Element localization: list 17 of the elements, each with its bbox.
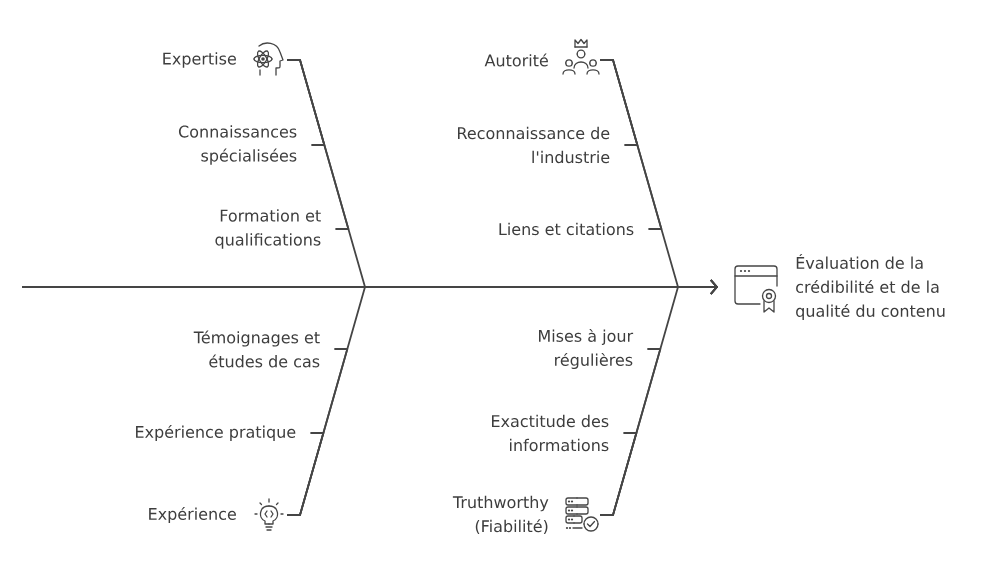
category-label: Expérience — [149, 506, 236, 524]
cause-label: Connaissances spécialisées — [178, 125, 297, 165]
cause-label: Liens et citations — [499, 222, 634, 236]
branch-line — [599, 432, 638, 516]
cause-label: Mises à jour régulières — [539, 328, 634, 370]
cause-label: Témoignages et études de cas — [193, 330, 320, 368]
cause-label: Exactitude des informations — [492, 414, 609, 452]
effect-label: Évaluation de la crédibilité et de la qualité du contenu — [796, 253, 945, 321]
cause-label: Expérience pratique — [136, 424, 296, 442]
branch-line — [286, 432, 325, 516]
category-label: Expertise — [163, 52, 236, 68]
cause-label: Formation et qualifications — [215, 209, 321, 249]
branch-line — [286, 59, 350, 230]
category-label: Truthworthy (Fiabilité) — [452, 495, 549, 535]
cause-label: Reconnaissance de l'industrie — [458, 126, 610, 164]
branch-line — [599, 59, 663, 230]
category-label: Autorité — [484, 53, 548, 67]
